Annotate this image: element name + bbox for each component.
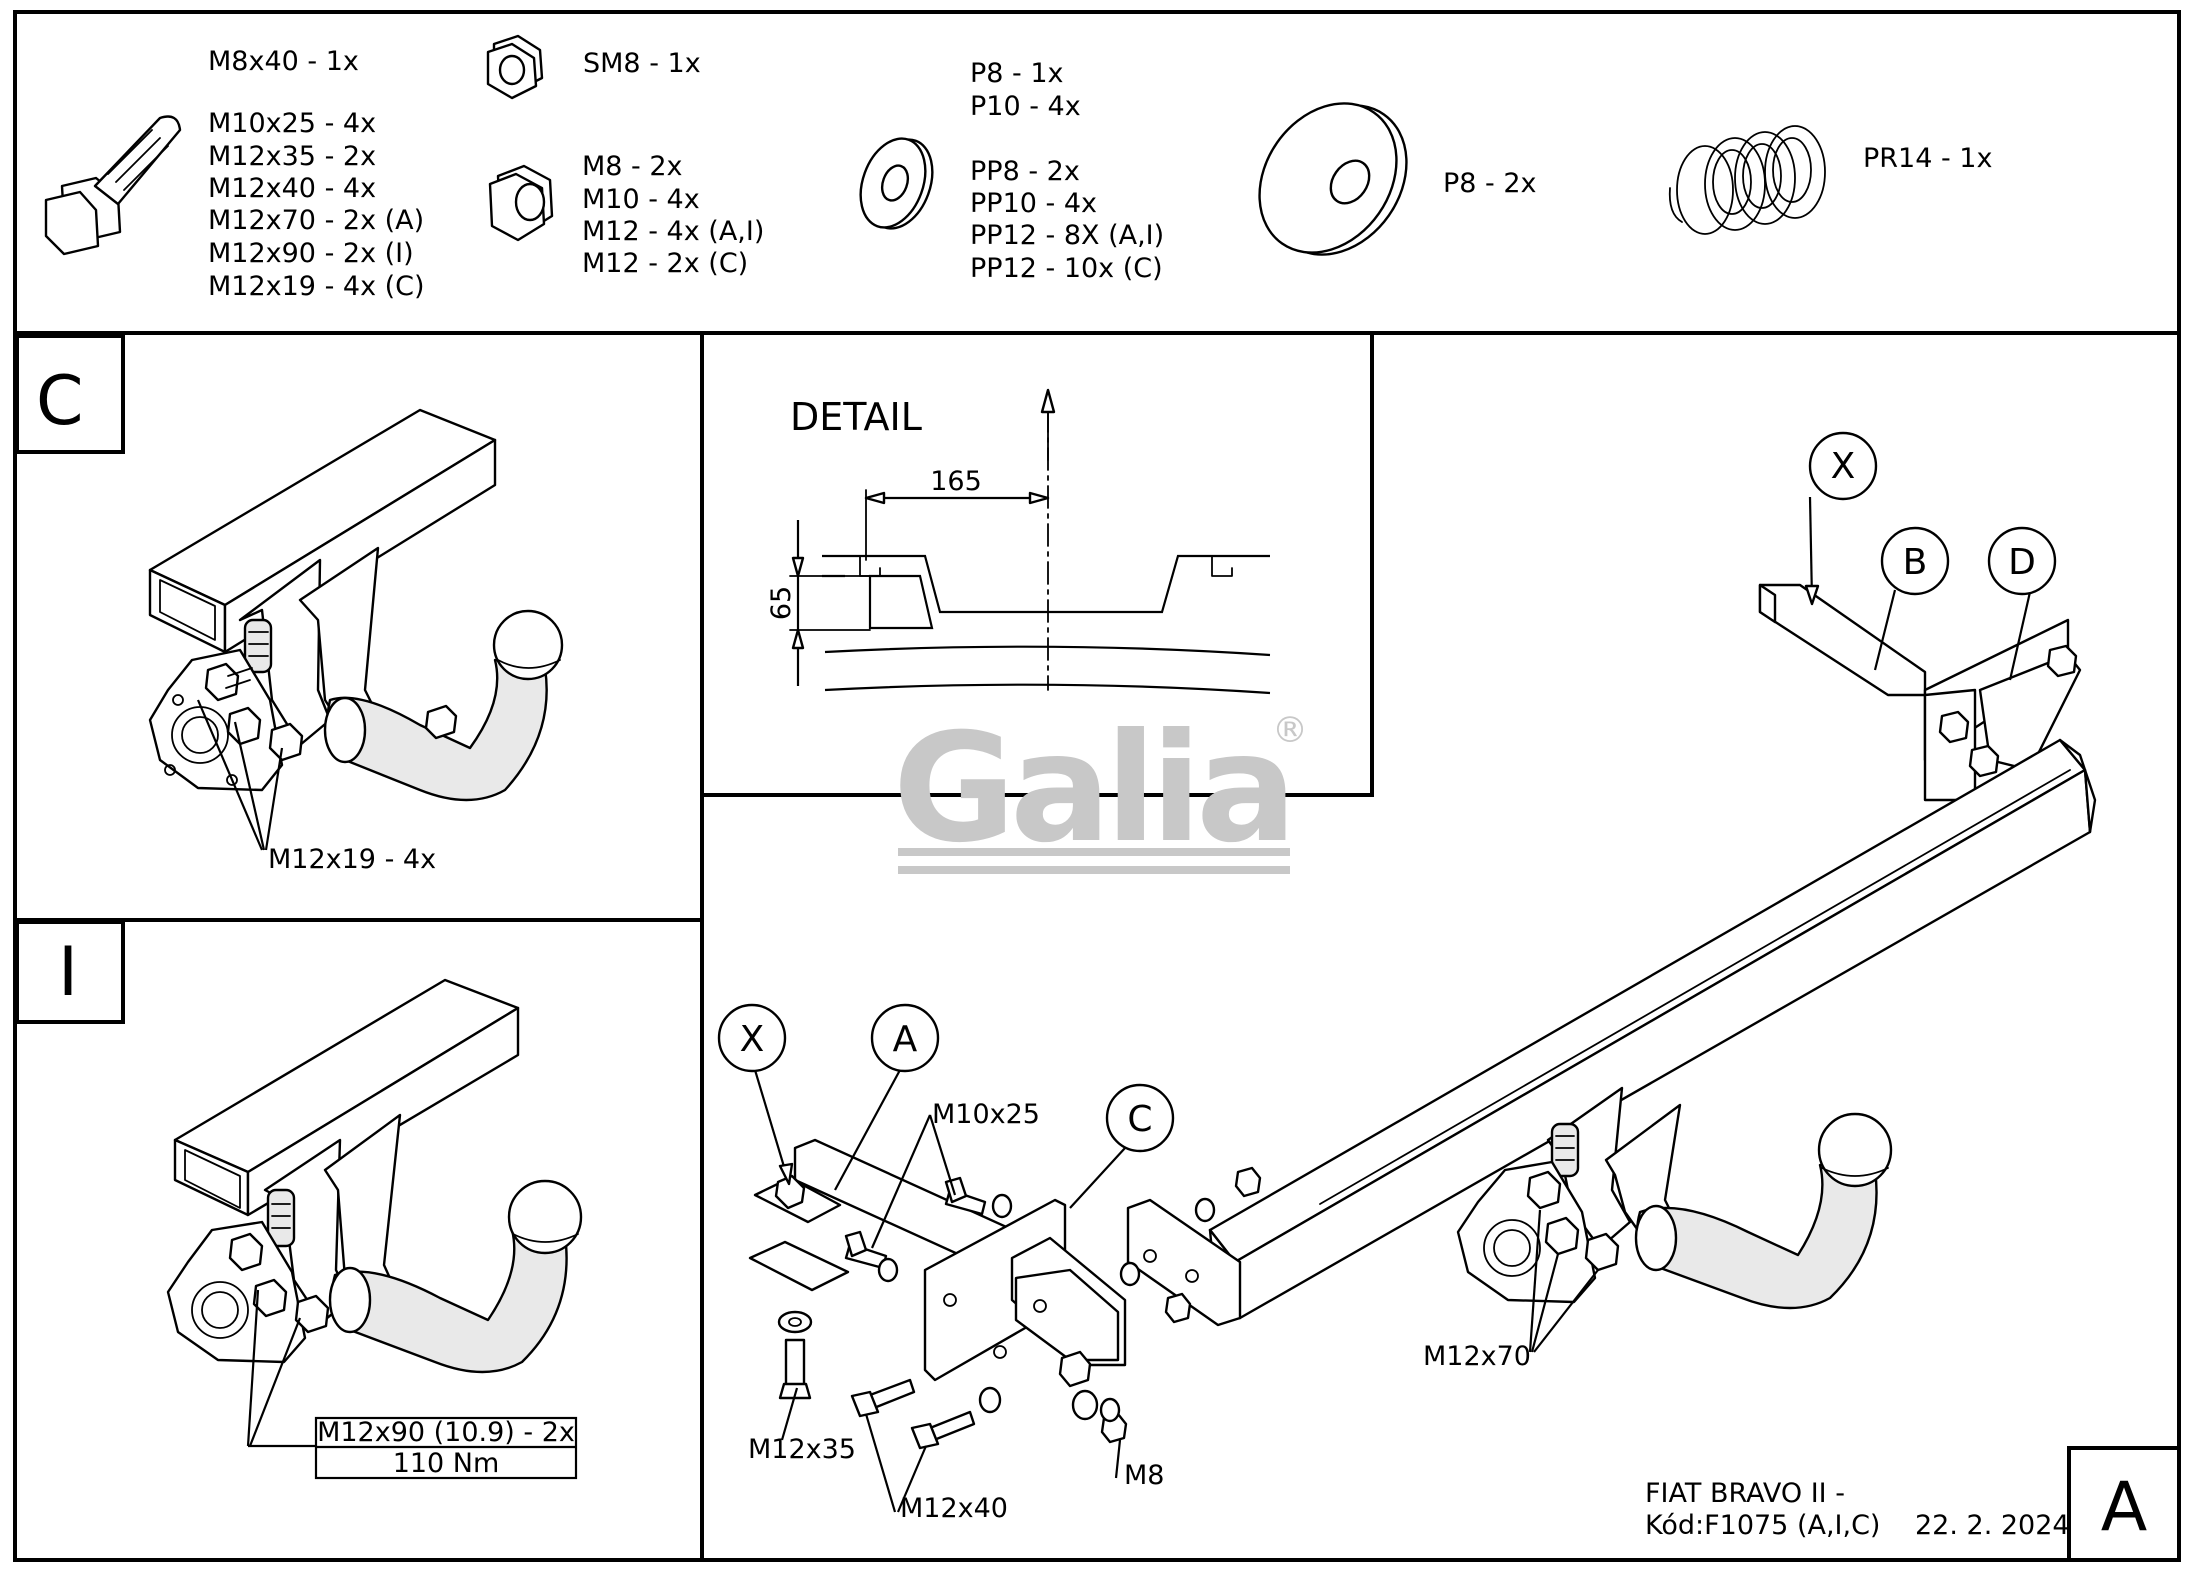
washer-p-line-1: P8 - 1x [970, 58, 1064, 89]
self-locking-nut-label: SM8 - 1x [583, 48, 701, 79]
circle-callout-d: D [1987, 526, 2057, 596]
self-locking-nut-icon [486, 34, 544, 100]
panel-c-callout-leaders [196, 699, 284, 851]
washer-pp-line-3: PP12 - 8X (A,I) [970, 220, 1164, 251]
circle-callout-c: C [1105, 1083, 1175, 1153]
washer-pp-line-2: PP10 - 4x [970, 188, 1097, 219]
spring-label: PR14 - 1x [1863, 143, 1992, 174]
label-m12x70: M12x70 [1423, 1341, 1531, 1372]
outer-frame [13, 10, 2181, 1562]
circle-callout-b: B [1880, 526, 1950, 596]
bolt-list-line-6: M12x90 - 2x (I) [208, 238, 414, 269]
circle-callout-x-left: X [717, 1003, 787, 1073]
panel-i-callout-line-1: M12x90 (10.9) - 2x [317, 1417, 575, 1448]
sheet-letter-box [2067, 1446, 2181, 1562]
panel-i-callout-line-2: 110 Nm [393, 1448, 500, 1479]
main-towbar-drawing [748, 583, 2097, 1450]
bolt-list-line-1: M8x40 - 1x [208, 46, 359, 77]
panel-c-letter-box [15, 334, 125, 454]
watermark-bar-1 [898, 848, 1290, 856]
large-washer-icon [1258, 102, 1408, 256]
circle-x-right-label: X [1831, 446, 1856, 487]
panel-i-callout-leaders [246, 1289, 316, 1448]
washer-icon [859, 137, 934, 230]
nut-list-line-2: M10 - 4x [582, 184, 700, 215]
title-block-model: FIAT BRAVO II - [1645, 1478, 1845, 1509]
circle-b-label: B [1903, 542, 1928, 583]
nut-list-line-1: M8 - 2x [582, 151, 683, 182]
nut-list-line-4: M12 - 2x (C) [582, 248, 748, 279]
detail-dim-width: 165 [930, 466, 982, 497]
main-leader-lines [753, 496, 2032, 1513]
detail-dim-height: 65 [766, 586, 797, 620]
watermark-bar-2 [898, 866, 1290, 874]
washer-pp-line-1: PP8 - 2x [970, 156, 1080, 187]
sheet-letter: A [2101, 1468, 2148, 1547]
detail-profile-drawing [789, 388, 1271, 695]
detail-title: DETAIL [790, 395, 922, 439]
bolt-list-line-2: M10x25 - 4x [208, 108, 376, 139]
label-m10x25: M10x25 [932, 1099, 1040, 1130]
label-m12x35: M12x35 [748, 1434, 856, 1465]
circle-x-left-label: X [740, 1019, 765, 1060]
nut-list-line-3: M12 - 4x (A,I) [582, 216, 764, 247]
circle-a-label: A [893, 1019, 918, 1060]
title-block-date: 22. 2. 2024 [1915, 1510, 2070, 1541]
detail-hatched-section [868, 574, 934, 630]
large-washer-label: P8 - 2x [1443, 168, 1537, 199]
detail-frame [700, 331, 1374, 797]
title-block-code: Kód:F1075 (A,I,C) [1645, 1510, 1880, 1541]
circle-d-label: D [2008, 542, 2036, 583]
label-m12x40: M12x40 [900, 1493, 1008, 1524]
watermark-brand: Galia [893, 702, 1291, 876]
bolt-list-line-3: M12x35 - 2x [208, 141, 376, 172]
circle-c-label: C [1127, 1099, 1152, 1140]
label-m8: M8 [1124, 1460, 1164, 1491]
bolt-icon [44, 115, 182, 256]
circle-callout-x-right: X [1808, 431, 1878, 501]
panel-i-letter: I [58, 933, 78, 1012]
spring-icon [1668, 125, 1826, 235]
panel-c-towbar-drawing [148, 408, 564, 802]
bolt-list-line-7: M12x19 - 4x (C) [208, 271, 425, 302]
bolt-list-line-4: M12x40 - 4x [208, 173, 376, 204]
bolt-list-line-5: M12x70 - 2x (A) [208, 205, 424, 236]
panel-i-letter-box [15, 920, 125, 1024]
nut-icon [488, 164, 554, 242]
washer-pp-line-4: PP12 - 10x (C) [970, 253, 1163, 284]
washer-p-line-2: P10 - 4x [970, 91, 1081, 122]
watermark-mark: ® [1272, 710, 1308, 751]
circle-callout-a: A [870, 1003, 940, 1073]
panel-i-towbar-drawing [166, 978, 583, 1374]
panel-c-letter: C [36, 362, 83, 441]
panel-c-callout: M12x19 - 4x [268, 844, 436, 875]
